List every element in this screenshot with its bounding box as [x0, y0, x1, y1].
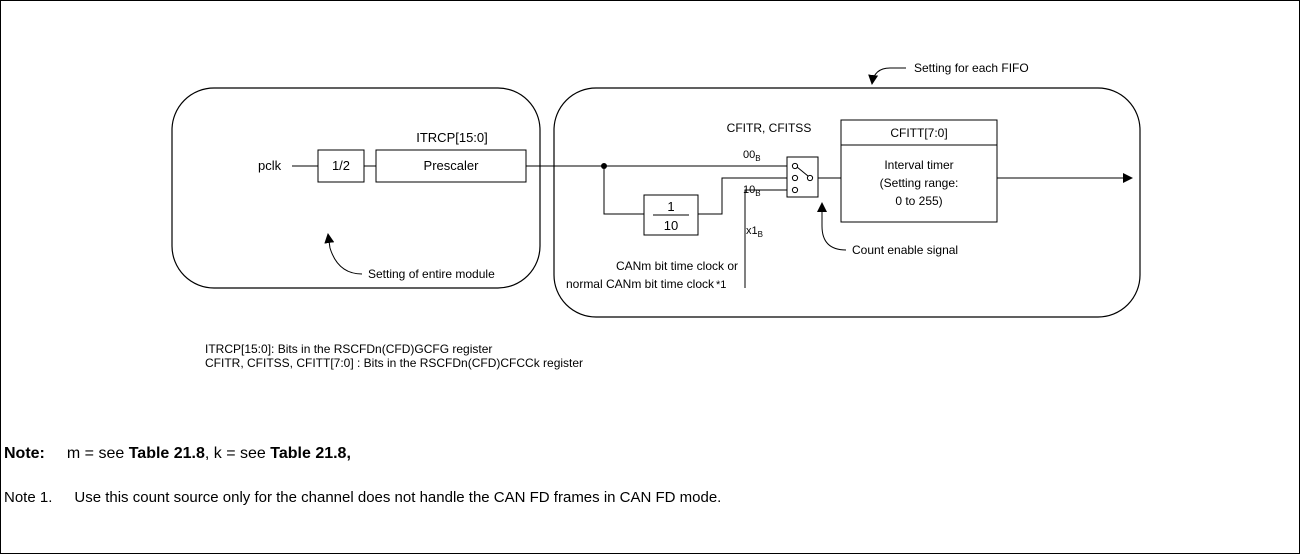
selector-switch	[786, 156, 819, 198]
fifo-setting-arrow	[868, 67, 906, 85]
cfitt-label: CFITT[7:0]	[890, 126, 947, 140]
note-ref-2: Table 21.8,	[270, 445, 351, 462]
module-setting-label: Setting of entire module	[368, 267, 495, 281]
timer-line-1: Interval timer	[884, 158, 953, 172]
prescaler-label: Prescaler	[424, 158, 480, 173]
timer-line-2: (Setting range:	[880, 176, 959, 190]
note1-label: Note 1.	[4, 489, 53, 506]
pclk-label: pclk	[258, 158, 282, 173]
legend-line-2: CFITR, CFITSS, CFITT[7:0] : Bits in the …	[205, 356, 584, 370]
canm-line-1: CANm bit time clock or	[616, 259, 738, 273]
note1-text: Use this count source only for the chann…	[74, 489, 722, 506]
note-label: Note:	[4, 445, 45, 462]
footnote-mark: *1	[716, 279, 726, 291]
entire-module-region	[171, 87, 541, 289]
tenth-divider-num: 1	[667, 199, 674, 214]
half-divider-label: 1/2	[332, 158, 350, 173]
tenth-divider-den: 10	[664, 218, 678, 233]
note-text-a: m = see	[66, 445, 129, 462]
fifo-setting-label: Setting for each FIFO	[914, 61, 1029, 75]
note1-line: Note 1. Use this count source only for th…	[4, 489, 721, 506]
note-ref-1: Table 21.8	[128, 445, 205, 462]
itrcp-label: ITRCP[15:0]	[416, 130, 488, 145]
select-00-label: 00B	[743, 149, 761, 163]
timer-line-3: 0 to 255)	[895, 194, 942, 208]
select-x1-label: x1B	[746, 225, 763, 239]
interval-timer-box	[840, 144, 998, 223]
note-line: Note: m = see Table 21.8, k = see Table 2…	[4, 445, 351, 463]
cfitt-header-box	[840, 119, 998, 146]
half-divider-box	[317, 149, 365, 183]
count-enable-label: Count enable signal	[852, 243, 958, 257]
legend-line-1: ITRCP[15:0]: Bits in the RSCFDn(CFD)GCFG…	[205, 342, 493, 356]
count-enable-arrow	[817, 202, 847, 251]
fifo-region	[553, 87, 1141, 318]
note-text-b: , k = see	[204, 445, 271, 462]
canm-line-2: normal CANm bit time clock	[566, 277, 715, 291]
module-setting-arrow	[324, 233, 363, 275]
select-10-label: 10B	[743, 184, 761, 198]
cfitr-label: CFITR, CFITSS	[727, 121, 812, 135]
